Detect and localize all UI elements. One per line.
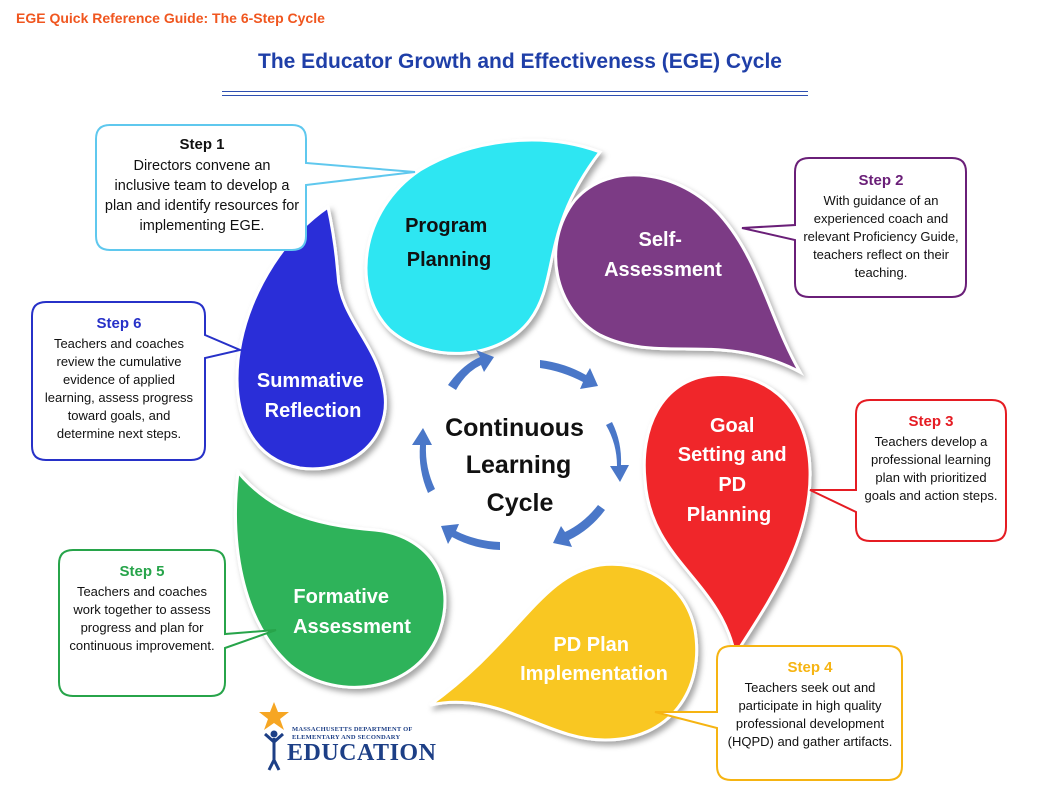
- logo-figure-head-icon: [270, 730, 278, 738]
- petal-formative-assessment: Formative Assessment: [234, 468, 447, 689]
- guide-title: EGE Quick Reference Guide: The 6-Step Cy…: [16, 10, 325, 26]
- step-1-callout: Step 1 Directors convene an inclusive te…: [104, 136, 300, 236]
- petal-summative-reflection-shape: [235, 204, 387, 471]
- step-6-callout: Step 6 Teachers and coaches review the c…: [40, 315, 198, 443]
- petal-summative-reflection: Summative Reflection: [235, 204, 387, 471]
- callout-step-6-bubble: [31, 301, 244, 461]
- cycle-arrow-1: [448, 350, 494, 390]
- step-5-label: Step 5: [119, 563, 165, 580]
- petal-goal-setting-shape: [642, 372, 812, 659]
- center-label: Continuous Learning Cycle: [445, 414, 591, 517]
- step-5-callout: Step 5 Teachers and coaches work togethe…: [66, 563, 218, 655]
- callout-step-4-bubble: [654, 645, 903, 781]
- step-3-label: Step 3: [908, 413, 954, 430]
- logo-text-education: EDUCATION: [287, 740, 437, 766]
- callout-step-1-bubble: [95, 124, 416, 251]
- cycle-arrow-2: [540, 360, 598, 389]
- step-2-callout: Step 2 With guidance of an experienced c…: [802, 172, 960, 282]
- step-2-text: With guidance of an experienced coach an…: [803, 193, 959, 280]
- petal-pd-implementation-shape: [429, 562, 699, 742]
- logo-line-1: MASSACHUSETTS DEPARTMENT OF: [292, 726, 413, 733]
- step-6-text: Teachers and coaches review the cumulati…: [44, 336, 194, 441]
- petal-self-assessment-shape: [554, 173, 804, 376]
- petal-goal-setting: Goal Setting and PD Planning: [642, 372, 812, 659]
- petal-pd-implementation: PD Plan Implementation: [429, 562, 699, 742]
- callout-step-5-bubble: [58, 549, 277, 697]
- step-5-text: Teachers and coaches work together to as…: [69, 584, 215, 653]
- step-3-callout: Step 3 Teachers develop a professional l…: [863, 413, 999, 505]
- title-underline: [222, 91, 808, 96]
- petal-formative-assessment-shape: [234, 468, 447, 689]
- petal-goal-setting-label: Goal Setting and PD Planning: [678, 415, 792, 526]
- step-4-text: Teachers seek out and participate in hig…: [727, 680, 893, 749]
- cycle-arrow-3: [606, 422, 629, 482]
- step-2-label: Step 2: [858, 172, 904, 189]
- callout-step-5: [58, 549, 277, 697]
- mass-education-logo: [259, 702, 289, 771]
- cycle-arrow-5: [441, 524, 500, 550]
- logo-figure-body-icon: [264, 732, 284, 771]
- callout-step-3: [809, 399, 1007, 542]
- logo-star-icon: [259, 702, 289, 730]
- logo-line-2: ELEMENTARY AND SECONDARY: [292, 734, 401, 741]
- page-title: The Educator Growth and Effectiveness (E…: [258, 50, 782, 73]
- step-4-callout: Step 4 Teachers seek out and participate…: [724, 659, 896, 751]
- petal-formative-assessment-label: Formative Assessment: [293, 586, 411, 638]
- callout-step-3-bubble: [809, 399, 1007, 542]
- step-3-text: Teachers develop a professional learning…: [864, 434, 998, 503]
- callout-step-2: [741, 157, 967, 298]
- petal-self-assessment-label: Self- Assessment: [604, 229, 722, 281]
- petal-pd-implementation-label: PD Plan Implementation: [520, 634, 668, 685]
- cycle-arrow-4: [553, 505, 605, 547]
- step-1-text: Directors convene an inclusive team to d…: [104, 158, 300, 234]
- petal-self-assessment: Self- Assessment: [554, 173, 804, 376]
- step-4-label: Step 4: [787, 659, 833, 676]
- logo-text-small: MASSACHUSETTS DEPARTMENT OF ELEMENTARY A…: [292, 726, 413, 742]
- petal-program-planning-label: Program Planning: [405, 215, 493, 271]
- cycle-arrows: [412, 350, 629, 550]
- petal-summative-reflection-label: Summative Reflection: [257, 370, 369, 422]
- callout-step-1: [95, 124, 416, 251]
- petal-program-planning-shape: [364, 138, 603, 355]
- callout-step-6: [31, 301, 244, 461]
- cycle-arrow-6: [412, 428, 435, 493]
- callout-step-2-bubble: [741, 157, 967, 298]
- step-6-label: Step 6: [96, 315, 142, 332]
- step-1-label: Step 1: [179, 136, 225, 153]
- petal-program-planning: Program Planning: [364, 138, 603, 355]
- callout-step-4: [654, 645, 903, 781]
